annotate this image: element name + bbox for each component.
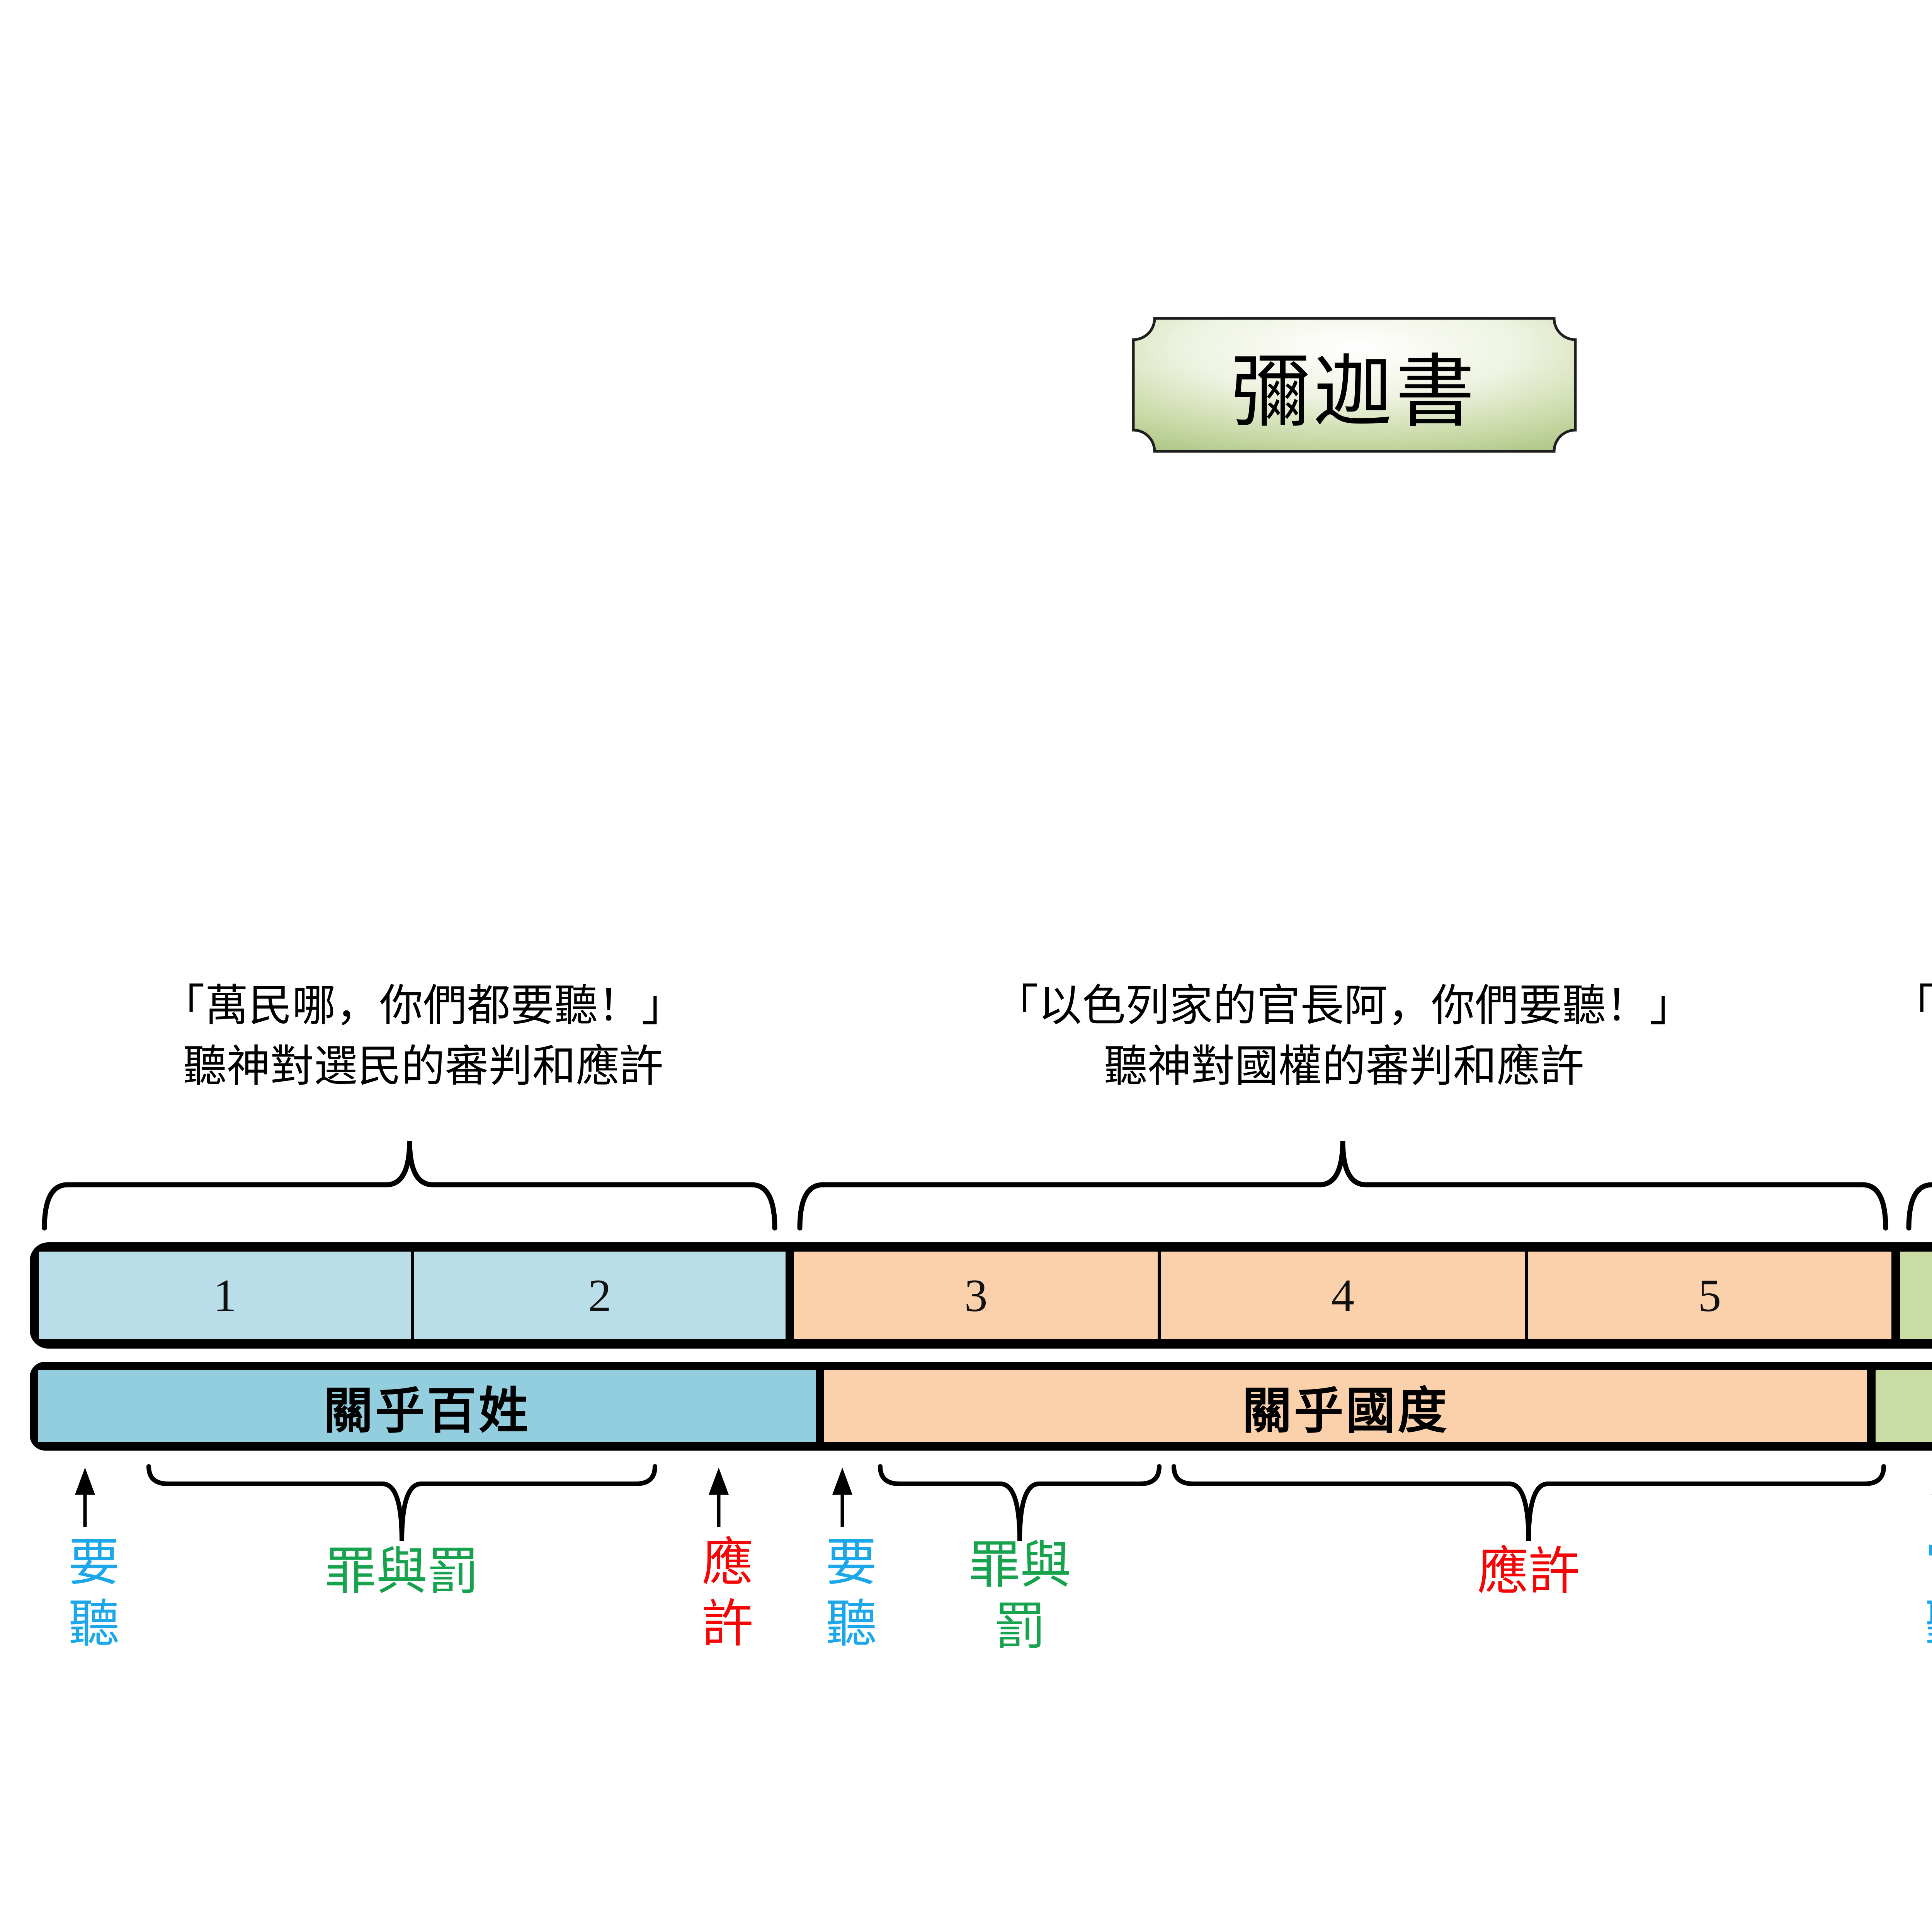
chapters-row: 1 2 3 4 5 6 7 bbox=[30, 1242, 1932, 1349]
up-arrow-promise-1 bbox=[709, 1468, 729, 1527]
bottom-brace-sin-1 bbox=[146, 1464, 657, 1541]
section-labels-row: 關乎百姓 關乎國度 關乎敬拜 bbox=[30, 1362, 1932, 1451]
chapter-cell-3: 3 bbox=[794, 1252, 1158, 1339]
quote-1-line-2: 聽神對選民的審判和應許 bbox=[183, 1043, 663, 1091]
quote-3-line-1: 「山嶺和地永久的根基阿，要聽！」 bbox=[1892, 982, 1932, 1030]
page-title: 彌迦書 bbox=[1231, 349, 1478, 437]
top-brace-section-3 bbox=[1906, 1182, 1932, 1231]
annotation-promise-2: 應許 bbox=[1477, 1543, 1580, 1600]
chapter-cell-1: 1 bbox=[39, 1252, 411, 1339]
chapter-cell-4: 4 bbox=[1161, 1252, 1525, 1339]
quote-2-line-2: 聽神對國權的審判和應許 bbox=[1104, 1043, 1584, 1091]
section-label-worship: 關乎敬拜 bbox=[1876, 1370, 1932, 1442]
quote-section-1: 「萬民哪，你們都要聽！」 聽神對選民的審判和應許 bbox=[0, 976, 867, 1097]
quote-1-line-1: 「萬民哪，你們都要聽！」 bbox=[161, 982, 685, 1030]
section-worship-chapters: 6 7 bbox=[1900, 1252, 1932, 1339]
section-people-chapters: 1 2 bbox=[39, 1252, 786, 1339]
section-label-kingdom: 關乎國度 bbox=[824, 1370, 1867, 1442]
quote-section-3: 「山嶺和地永久的根基阿，要聽！」 聽神對罪世的審判和應許 bbox=[1777, 976, 1932, 1097]
annotation-listen-1: 要聽 bbox=[61, 1535, 118, 1658]
chapter-cell-6: 6 bbox=[1900, 1252, 1932, 1339]
quote-section-2: 「以色列家的官長阿，你們要聽！」 聽神對國權的審判和應許 bbox=[880, 976, 1808, 1097]
bottom-brace-sin-2 bbox=[878, 1464, 1162, 1541]
chapter-cell-5: 5 bbox=[1527, 1252, 1892, 1339]
quote-3-line-2: 聽神對罪世的審判和應許 bbox=[1777, 1036, 1932, 1097]
section-label-people: 關乎百姓 bbox=[38, 1370, 816, 1442]
annotation-sin-2: 罪與罰 bbox=[969, 1537, 1071, 1655]
annotation-sin-1: 罪與罰 bbox=[325, 1543, 479, 1600]
quote-2-line-1: 「以色列家的官長阿，你們要聽！」 bbox=[995, 982, 1693, 1030]
top-brace-section-2 bbox=[797, 1140, 1888, 1231]
title-banner: 彌迦書 bbox=[1130, 315, 1578, 454]
up-arrow-listen-1 bbox=[75, 1468, 95, 1527]
annotation-promise-1: 應許 bbox=[694, 1535, 752, 1658]
up-arrow-listen-2 bbox=[832, 1468, 852, 1527]
bottom-brace-promise-2 bbox=[1172, 1464, 1886, 1541]
section-kingdom-chapters: 3 4 5 bbox=[794, 1252, 1892, 1339]
annotation-listen-2: 要聽 bbox=[818, 1535, 875, 1658]
top-brace-section-1 bbox=[42, 1140, 777, 1231]
chapter-cell-2: 2 bbox=[414, 1252, 786, 1339]
annotation-listen-3: 當聽 bbox=[1917, 1535, 1932, 1658]
plaque-shape bbox=[1132, 317, 1577, 453]
